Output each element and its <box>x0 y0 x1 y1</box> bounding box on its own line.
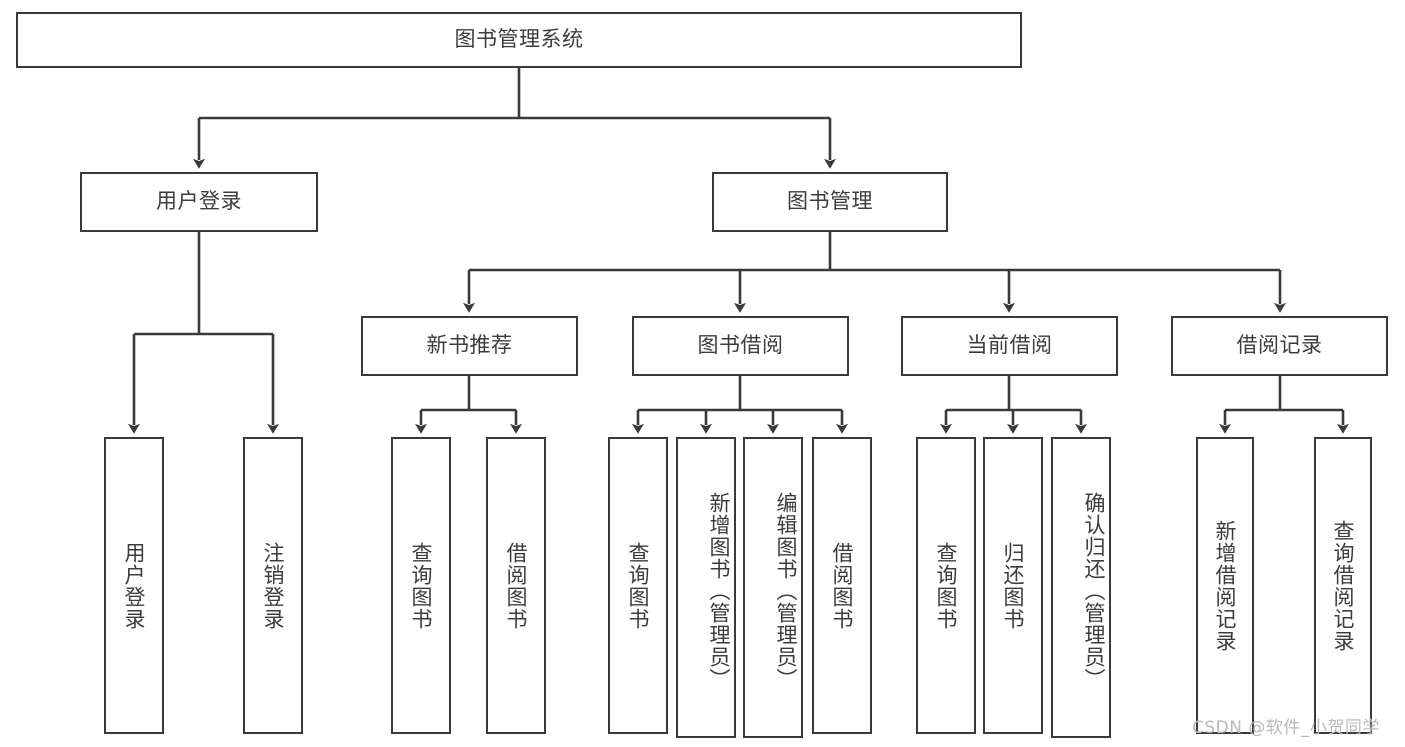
node-label: 借阅图书 <box>830 541 854 630</box>
node-leaf-borrow-edit-book-admin[interactable]: 编辑图书（管理员） <box>743 437 803 738</box>
node-label: 用户登录 <box>122 541 146 630</box>
node-leaf-user-logout[interactable]: 注销登录 <box>243 437 303 734</box>
node-label: 编辑图书（管理员） <box>774 491 798 690</box>
node-label: 借阅图书 <box>504 541 528 630</box>
node-leaf-current-confirm-return-admin[interactable]: 确认归还（管理员） <box>1051 437 1111 738</box>
node-leaf-current-return-book[interactable]: 归还图书 <box>983 437 1043 734</box>
node-label: 图书借阅 <box>697 333 784 358</box>
node-label: 注销登录 <box>261 541 285 630</box>
node-book-borrow[interactable]: 图书借阅 <box>632 316 849 376</box>
node-borrow-record[interactable]: 借阅记录 <box>1171 316 1388 376</box>
node-label: 确认归还（管理员） <box>1082 491 1106 690</box>
node-label: 查询借阅记录 <box>1331 519 1355 652</box>
node-label: 当前借阅 <box>966 333 1053 358</box>
csdn-watermark: CSDN @软件_小贺同学 <box>1192 718 1380 738</box>
node-leaf-current-query-book[interactable]: 查询图书 <box>916 437 976 734</box>
node-leaf-borrow-add-book-admin[interactable]: 新增图书（管理员） <box>676 437 736 738</box>
node-label: 图书管理系统 <box>454 27 584 52</box>
node-label: 用户登录 <box>156 189 242 214</box>
node-label: 查询图书 <box>934 541 958 630</box>
node-label: 图书管理 <box>787 189 873 214</box>
node-label: 新增图书（管理员） <box>707 491 731 690</box>
node-leaf-borrow-query-book[interactable]: 查询图书 <box>608 437 668 734</box>
node-leaf-record-add[interactable]: 新增借阅记录 <box>1196 437 1254 734</box>
node-label: 新书推荐 <box>426 333 513 358</box>
node-label: 归还图书 <box>1001 541 1025 630</box>
node-user-login[interactable]: 用户登录 <box>80 172 318 232</box>
node-leaf-recommend-query-book[interactable]: 查询图书 <box>391 437 451 734</box>
node-current-borrow[interactable]: 当前借阅 <box>901 316 1118 376</box>
node-root-system[interactable]: 图书管理系统 <box>16 12 1022 68</box>
node-leaf-recommend-borrow-book[interactable]: 借阅图书 <box>486 437 546 734</box>
node-label: 查询图书 <box>626 541 650 630</box>
node-label: 查询图书 <box>409 541 433 630</box>
node-label: 借阅记录 <box>1236 333 1323 358</box>
node-book-manage[interactable]: 图书管理 <box>712 172 948 232</box>
node-leaf-user-login[interactable]: 用户登录 <box>104 437 164 734</box>
node-leaf-borrow-lend-book[interactable]: 借阅图书 <box>812 437 872 734</box>
node-leaf-record-query[interactable]: 查询借阅记录 <box>1314 437 1372 734</box>
node-new-book-recommend[interactable]: 新书推荐 <box>361 316 578 376</box>
node-label: 新增借阅记录 <box>1213 519 1237 652</box>
